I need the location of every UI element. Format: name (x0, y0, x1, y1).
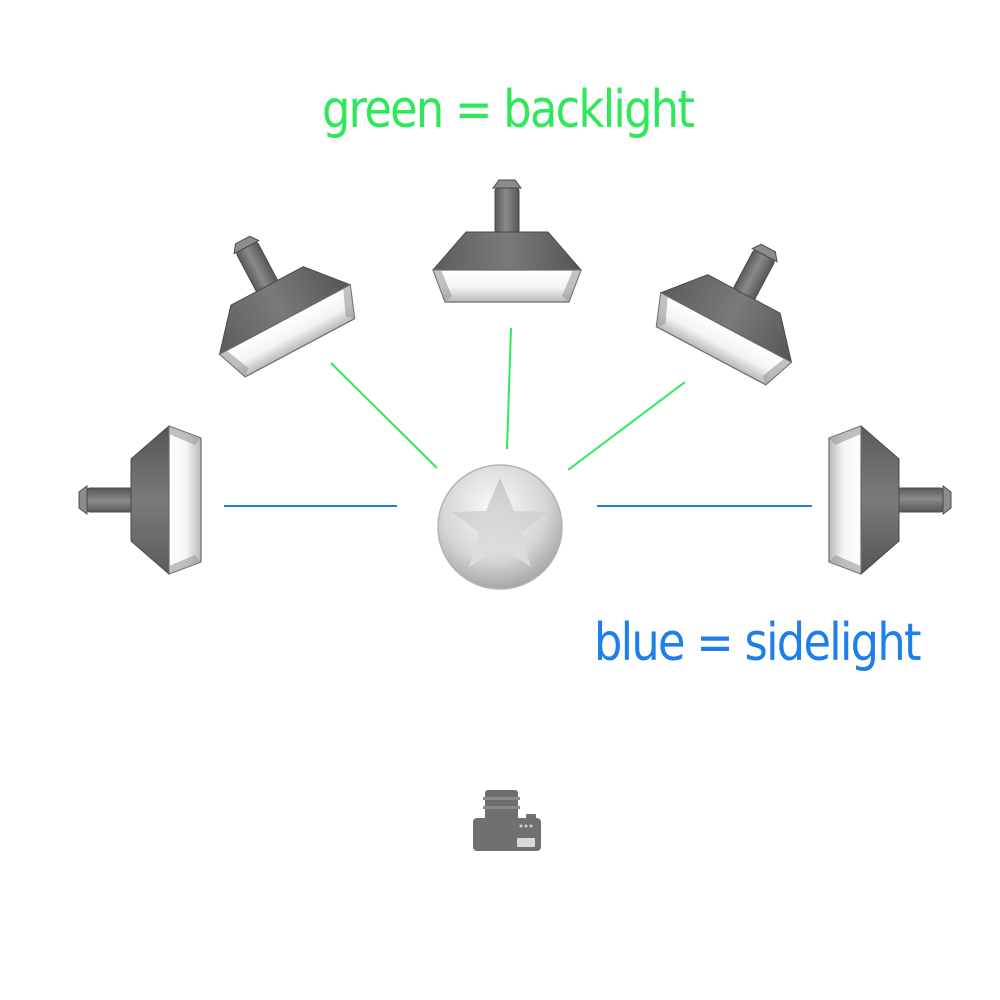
softbox-light-top (432, 179, 582, 303)
camera-icon (473, 790, 541, 851)
backlight-beam-upper-right (567, 381, 686, 471)
softbox-light-upper-left (176, 204, 366, 384)
backlight-beam-upper-left (330, 362, 438, 469)
softbox-light-left (78, 425, 202, 575)
star-subject-icon (437, 464, 563, 590)
backlight-legend: green = backlight (322, 80, 695, 140)
softbox-light-upper-right (645, 212, 835, 392)
softbox-light-right (828, 425, 952, 575)
sidelight-legend: blue = sidelight (594, 613, 922, 673)
backlight-beam-top (506, 327, 512, 450)
